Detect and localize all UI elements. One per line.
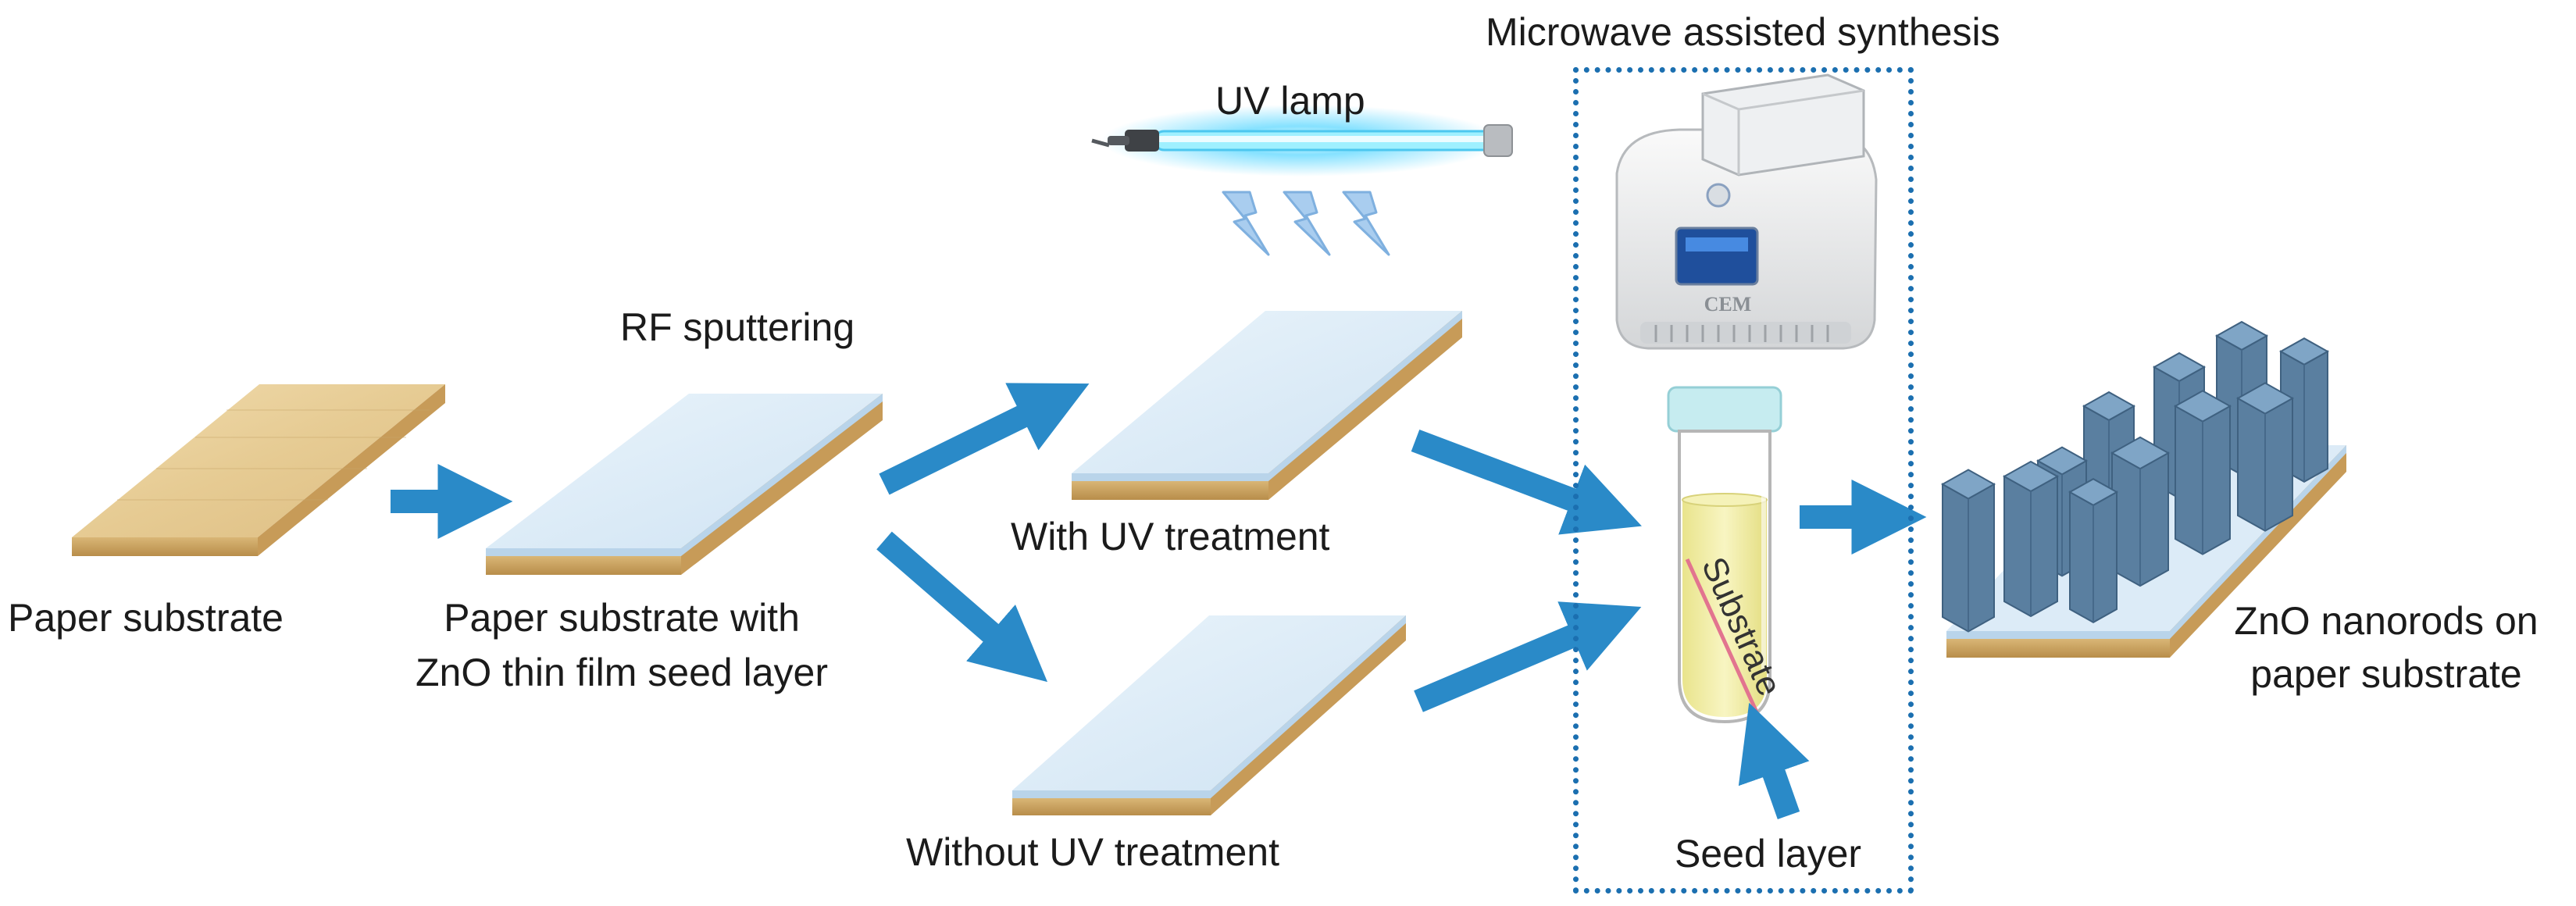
nanorod-top [2235, 382, 2295, 415]
nanorod-array [1940, 320, 2330, 633]
label-seed-line2: ZnO thin film seed layer [416, 651, 828, 694]
microwave-reactor-icon [1615, 73, 1878, 350]
arrow-without-uv-to-tube [1414, 601, 1642, 712]
nanorod-top [2110, 436, 2171, 470]
label-without-uv: Without UV treatment [906, 830, 1279, 874]
microwave-synthesis-box [1573, 67, 1914, 894]
paper-substrate-slab [72, 384, 445, 556]
nanorod-top [2082, 391, 2136, 422]
nanorod-top [2173, 390, 2232, 423]
label-uv-lamp: UV lamp [1215, 79, 1365, 123]
uv-ray-icon [1222, 191, 1390, 256]
nanorod-top [1940, 469, 1996, 500]
process-arrows [391, 383, 1927, 819]
arrow-seed-to-with-uv [879, 383, 1090, 495]
label-microwave: Microwave assisted synthesis [1486, 10, 2000, 54]
nanorod-top [2278, 337, 2330, 366]
nanorod-top [2152, 351, 2207, 383]
label-nanorods-line2: paper substrate [2250, 652, 2522, 696]
machine-brand-text: CEM [1704, 293, 1752, 316]
label-rf-sputtering: RF sputtering [620, 305, 855, 349]
arrow-seed-to-without-uv [876, 531, 1048, 683]
with-uv-substrate-slab [1072, 311, 1462, 500]
uv-lamp-icon [1091, 105, 1513, 177]
nanorod-top [2035, 446, 2089, 476]
nanorods-on-substrate [1940, 320, 2346, 658]
nanorod-top [2002, 460, 2060, 493]
label-seed-line1: Paper substrate with [444, 596, 800, 640]
nanorod-top [2214, 320, 2269, 351]
nanorod-top [2068, 478, 2119, 506]
arrow-seed-layer-pointer [1738, 702, 1810, 819]
test-tube-icon [1667, 386, 1782, 724]
label-with-uv: With UV treatment [1011, 515, 1330, 558]
arrow-with-uv-to-tube [1411, 429, 1642, 535]
label-paper-substrate: Paper substrate [8, 596, 284, 640]
label-seed-layer: Seed layer [1675, 832, 1862, 876]
seed-layer-substrate-slab [486, 394, 883, 575]
label-nanorods-line1: ZnO nanorods on [2234, 599, 2539, 643]
without-uv-substrate-slab [1012, 615, 1406, 815]
